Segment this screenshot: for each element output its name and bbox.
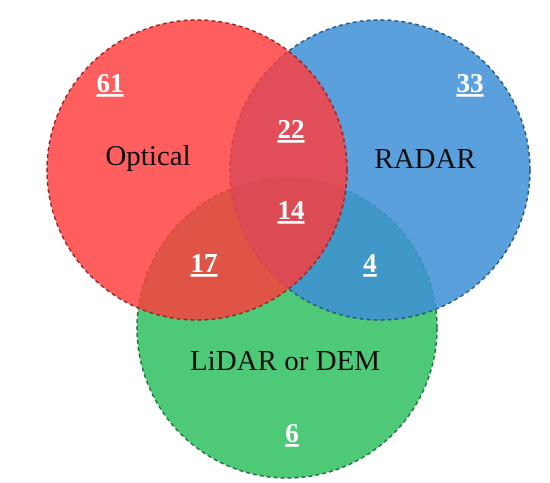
count-lidar-only: 6 bbox=[285, 418, 299, 448]
set-label-lidar: LiDAR or DEM bbox=[190, 345, 380, 377]
count-optical-radar: 22 bbox=[278, 114, 305, 144]
count-all-three: 14 bbox=[278, 195, 305, 225]
set-label-optical: Optical bbox=[105, 140, 190, 172]
count-optical-only: 61 bbox=[97, 68, 124, 98]
count-radar-lidar: 4 bbox=[363, 248, 377, 278]
set-label-radar: RADAR bbox=[374, 143, 476, 175]
count-radar-only: 33 bbox=[457, 68, 484, 98]
count-optical-lidar: 17 bbox=[191, 248, 218, 278]
venn-circle-optical bbox=[46, 19, 348, 321]
